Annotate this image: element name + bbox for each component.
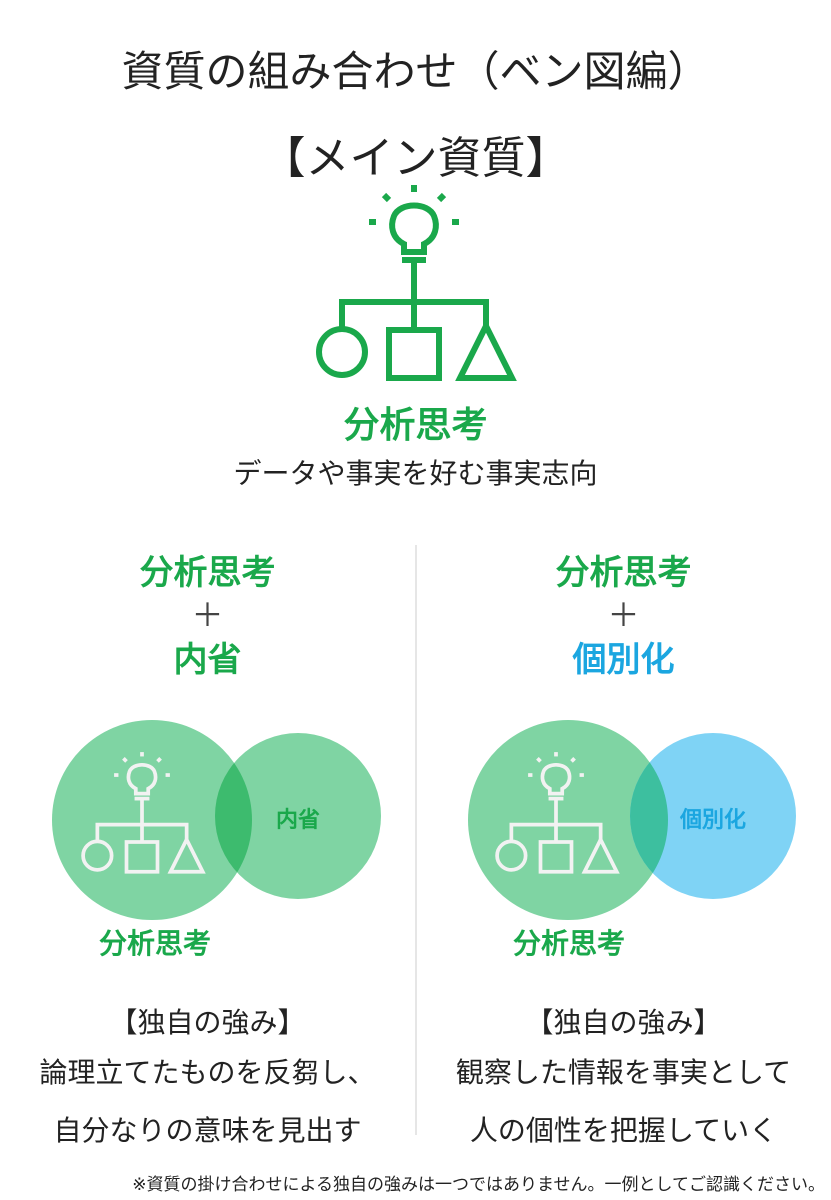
right-strength-heading: 【独自の強み】 (525, 1006, 722, 1039)
venn-secondary-label: 個別化 (679, 808, 746, 833)
footnote: ※資質の掛け合わせによる独自の強みは一つではありません。一例としてご認識ください… (132, 1175, 825, 1195)
left-plus: ＋ (191, 596, 224, 634)
column-divider (415, 545, 417, 1135)
right-plus: ＋ (607, 596, 640, 634)
venn-primary-label: 分析思考 (98, 927, 211, 960)
venn-circle-secondary (215, 733, 381, 899)
left-secondary-strength: 内省 (173, 640, 242, 680)
main-strength-name: 分析思考 (343, 405, 488, 446)
left-primary-strength: 分析思考 (139, 553, 276, 593)
section-title: 【メイン資質】 (261, 133, 570, 184)
venn-secondary-label: 内省 (275, 808, 320, 833)
main-strength-description: データや事実を好む事実志向 (233, 457, 598, 490)
venn-primary-label: 分析思考 (512, 927, 625, 960)
right-strength-line-1: 観察した情報を事実として (455, 1056, 792, 1089)
left-strength-heading: 【独自の強み】 (109, 1006, 306, 1039)
right-secondary-strength: 個別化 (572, 640, 675, 680)
venn-circle-secondary (630, 733, 796, 899)
left-strength-line-1: 論理立てたものを反芻し、 (39, 1056, 376, 1089)
page-title: 資質の組み合わせ（ベン図編） (121, 47, 710, 96)
right-strength-line-2: 人の個性を把握していく (469, 1114, 778, 1147)
right-primary-strength: 分析思考 (555, 553, 692, 593)
left-strength-line-2: 自分なりの意味を見出す (53, 1114, 362, 1147)
